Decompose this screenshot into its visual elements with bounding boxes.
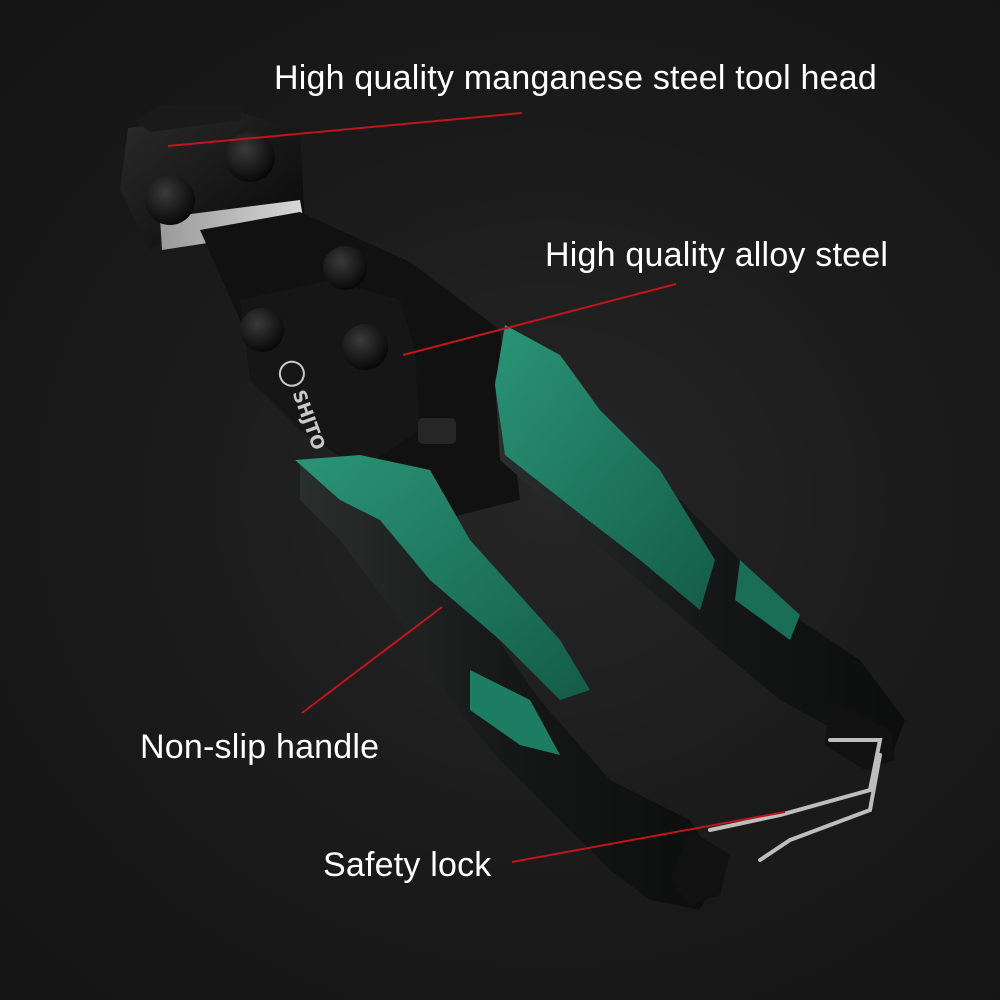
callout-line-safety-lock xyxy=(511,811,786,863)
callout-line-handle xyxy=(301,606,443,714)
left-handle-green-accent xyxy=(470,670,560,755)
callout-line-alloy-steel xyxy=(402,283,677,356)
right-handle-green-accent xyxy=(735,560,800,640)
jaw-bolt-1 xyxy=(225,132,275,182)
jaw-top-face xyxy=(135,105,245,132)
safety-lock xyxy=(708,738,883,862)
jaw-bolt-2 xyxy=(145,175,195,225)
link-bolt-1 xyxy=(323,246,367,290)
left-handle-grip xyxy=(300,460,720,910)
left-handle-end xyxy=(670,830,730,905)
link-bolt-2 xyxy=(240,308,284,352)
callout-line-tool-head xyxy=(167,112,523,147)
left-handle xyxy=(295,455,730,910)
right-handle-green-panel xyxy=(495,325,715,610)
safety-lock-wire-upper xyxy=(708,738,883,832)
brand-logo-icon xyxy=(278,360,305,387)
left-handle-green-panel xyxy=(295,455,590,700)
right-handle xyxy=(495,325,905,770)
linkage-plate-front xyxy=(240,280,420,470)
alloy-steel-linkage: SHJTO xyxy=(200,212,520,520)
callout-safety-lock: Safety lock xyxy=(323,846,492,884)
link-bolt-3 xyxy=(342,324,388,370)
safety-lock-wire-lower xyxy=(758,753,882,862)
callout-lines xyxy=(167,112,786,863)
callout-alloy-steel: High quality alloy steel xyxy=(545,236,889,274)
callout-tool-head: High quality manganese steel tool head xyxy=(274,59,877,97)
adjust-screw xyxy=(418,418,456,444)
tool-head xyxy=(120,105,305,250)
callout-non-slip-handle: Non-slip handle xyxy=(140,728,380,766)
